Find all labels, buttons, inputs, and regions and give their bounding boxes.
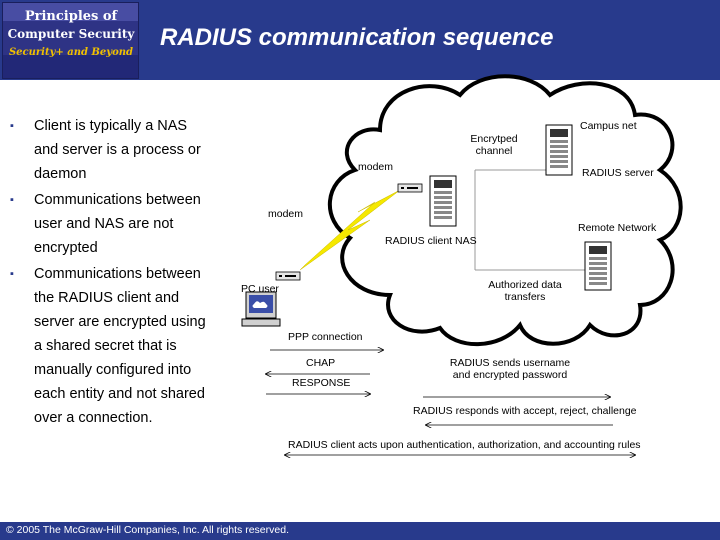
logo-line3: Security+ and Beyond [9, 47, 133, 58]
pc-computer-icon [241, 291, 281, 327]
campus-net-label: Campus net [580, 120, 637, 132]
remote-server-icon [584, 241, 612, 291]
bullet-item: ▪ Communications between user and NAS are… [8, 188, 208, 260]
bullet-text: Communications between user and NAS are … [34, 192, 201, 256]
lightning-bolt [299, 189, 401, 271]
book-logo: Principles of Computer Security Security… [2, 2, 139, 79]
radius-responds-label: RADIUS responds with accept, reject, cha… [413, 405, 637, 417]
bullet-item: ▪ Communications between the RADIUS clien… [8, 262, 208, 430]
pc-user-label: PC user [241, 283, 279, 295]
response-label: RESPONSE [292, 377, 351, 389]
bullet-text: Client is typically a NAS and server is … [34, 118, 201, 182]
radius-sends-label: RADIUS sends username and encrypted pass… [449, 357, 571, 381]
logo-line2: Computer Security [8, 27, 136, 41]
radius-acts-label: RADIUS client acts upon authentication, … [288, 439, 641, 451]
remote-network-label: Remote Network [578, 222, 657, 234]
bullet-square-icon: ▪ [10, 120, 14, 132]
page-title: RADIUS communication sequence [160, 24, 554, 51]
nas-server-icon [429, 175, 457, 227]
modem-left-label: modem [268, 208, 304, 220]
logo-line1: Principles of [25, 9, 119, 24]
footer-bar: © 2005 The McGraw-Hill Companies, Inc. A… [0, 522, 720, 540]
header-bar: Principles of Computer Security Security… [0, 0, 720, 80]
modem-top-label: modem [358, 161, 394, 173]
chap-label: CHAP [306, 357, 336, 369]
bullet-text: Communications between the RADIUS client… [34, 266, 206, 426]
encrypted-channel-label: Encrytped channel [470, 133, 518, 157]
bullet-square-icon: ▪ [10, 194, 14, 206]
radius-client-nas-label: RADIUS client NAS [385, 235, 477, 247]
copyright-text: © 2005 The McGraw-Hill Companies, Inc. A… [6, 524, 289, 536]
authorized-data-label: Authorized data transfers [488, 279, 562, 303]
bullet-item: ▪ Client is typically a NAS and server is… [8, 114, 208, 186]
radius-server-icon [545, 124, 573, 176]
bullet-list: ▪ Client is typically a NAS and server is… [8, 114, 208, 432]
bullet-square-icon: ▪ [10, 268, 14, 280]
radius-server-label: RADIUS server [582, 167, 654, 179]
network-cloud [327, 74, 683, 347]
radius-diagram: Campus net Encrytped channel RADIUS serv… [230, 70, 720, 470]
ppp-connection-label: PPP connection [288, 331, 363, 343]
